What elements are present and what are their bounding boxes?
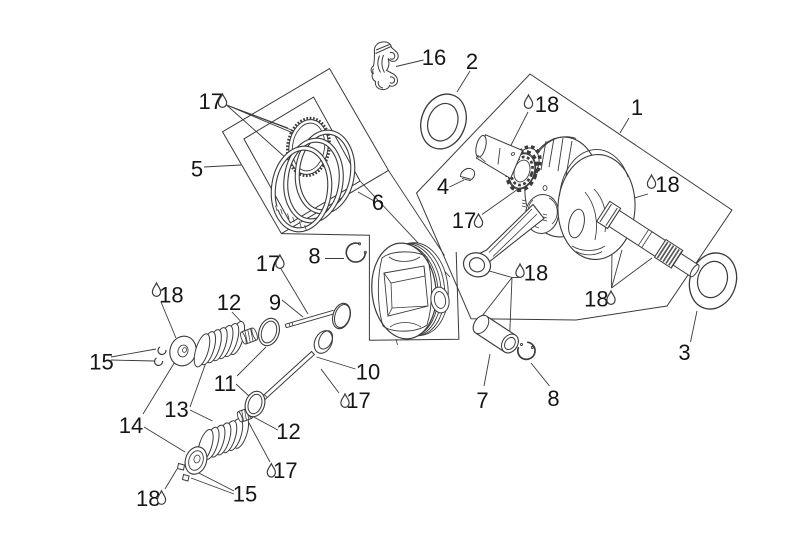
svg-text:8: 8 <box>547 386 559 411</box>
svg-text:11: 11 <box>214 371 237 396</box>
svg-text:18: 18 <box>136 486 160 511</box>
svg-text:16: 16 <box>422 45 446 70</box>
svg-text:12: 12 <box>217 290 241 315</box>
svg-text:15: 15 <box>233 482 257 507</box>
svg-text:18: 18 <box>159 282 183 307</box>
svg-text:2: 2 <box>466 49 478 74</box>
svg-text:6: 6 <box>372 190 384 215</box>
svg-text:4: 4 <box>437 174 449 199</box>
svg-text:18: 18 <box>584 286 608 311</box>
svg-text:5: 5 <box>191 157 203 182</box>
svg-text:17: 17 <box>346 388 370 413</box>
svg-text:12: 12 <box>276 419 300 444</box>
svg-text:10: 10 <box>356 360 380 385</box>
svg-text:17: 17 <box>273 458 297 483</box>
svg-text:7: 7 <box>476 388 488 413</box>
svg-text:14: 14 <box>119 413 143 438</box>
svg-text:9: 9 <box>269 290 281 315</box>
svg-text:17: 17 <box>452 208 476 233</box>
svg-text:15: 15 <box>89 350 113 375</box>
svg-text:1: 1 <box>631 95 643 120</box>
svg-text:18: 18 <box>524 261 548 286</box>
svg-text:3: 3 <box>678 340 690 365</box>
svg-text:8: 8 <box>308 244 320 269</box>
svg-text:13: 13 <box>164 397 188 422</box>
svg-text:18: 18 <box>655 172 679 197</box>
svg-text:18: 18 <box>535 92 559 117</box>
